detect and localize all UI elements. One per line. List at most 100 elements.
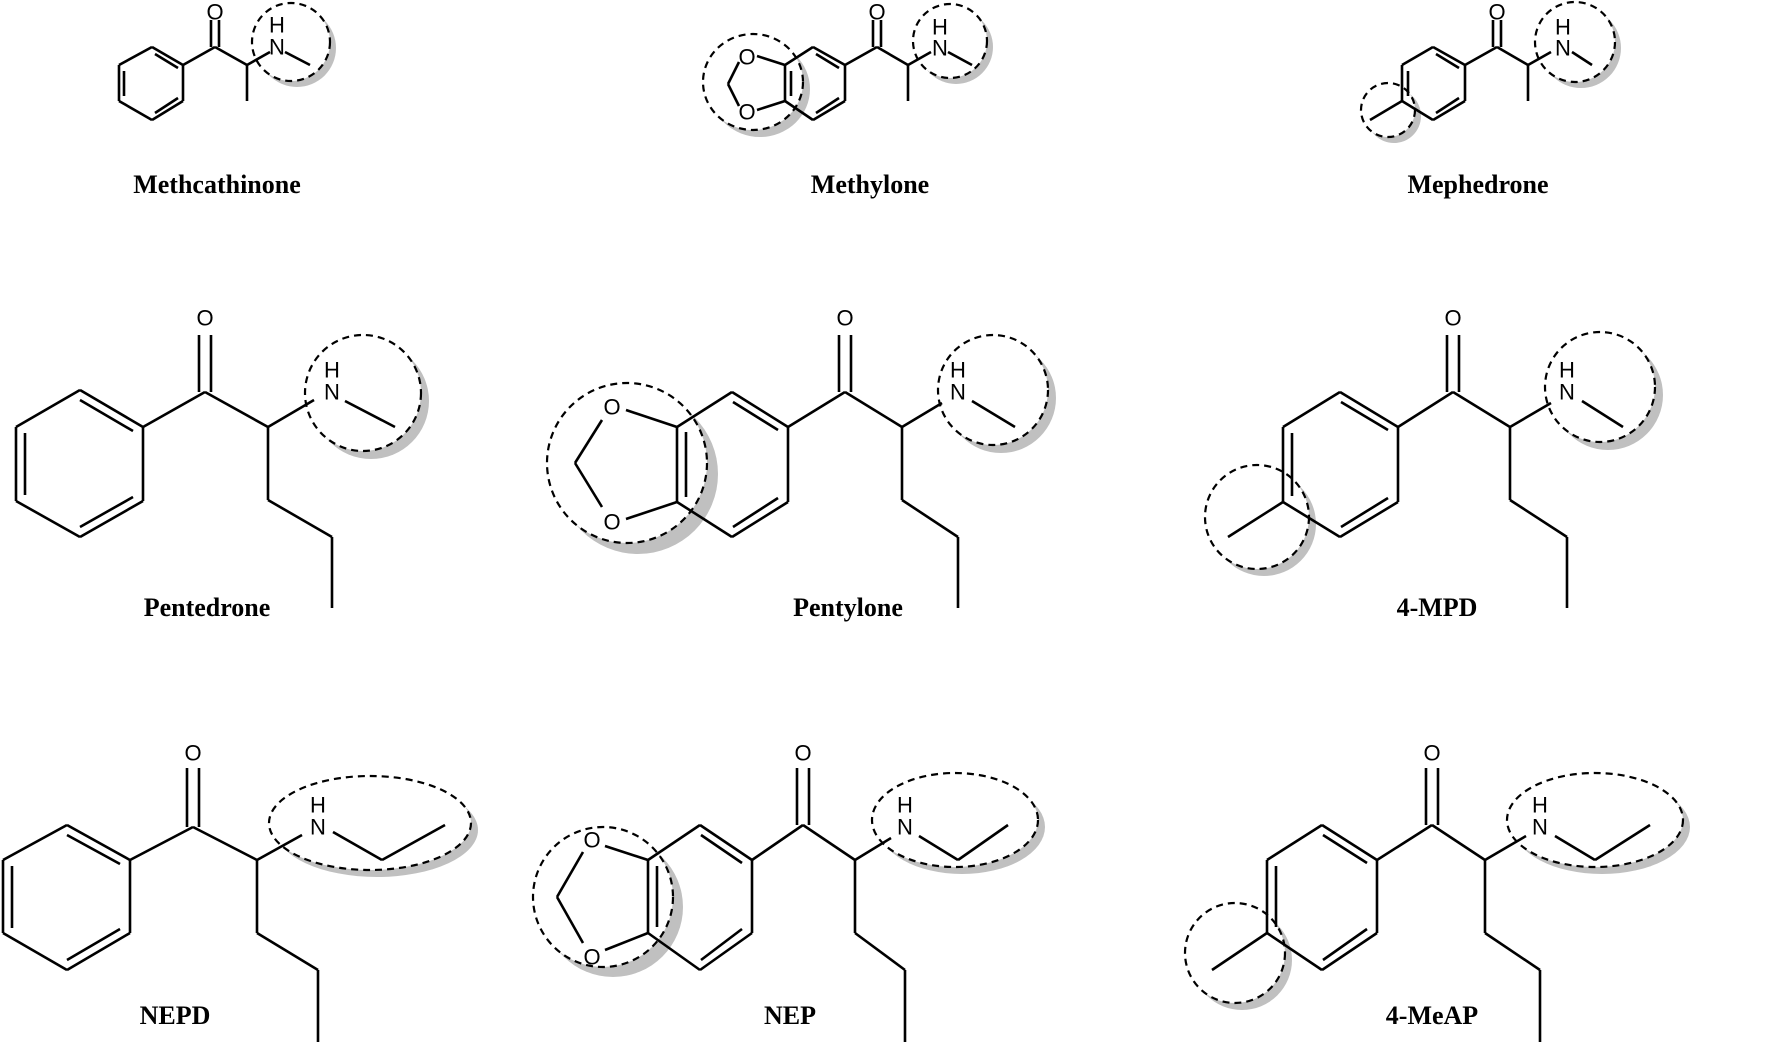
bond (1435, 52, 1460, 70)
bond (1484, 931, 1541, 972)
atom-h: H (1559, 358, 1575, 383)
bond (79, 499, 144, 539)
bond (700, 927, 743, 962)
bond (1369, 99, 1403, 122)
bond (267, 498, 333, 539)
bond (66, 823, 131, 862)
bond (1376, 823, 1433, 862)
bond (1509, 401, 1552, 429)
bond (151, 45, 184, 67)
bond (555, 851, 585, 898)
bond (1322, 927, 1368, 962)
highlight-fill (252, 3, 330, 81)
bond (918, 834, 959, 862)
bond (151, 99, 184, 122)
bond (732, 400, 779, 432)
highlight-dashed-outline (1533, 0, 1617, 84)
bond (1266, 931, 1323, 972)
bond (1594, 823, 1651, 862)
atom-n: N (932, 36, 948, 61)
atom-h: H (950, 358, 966, 383)
bond (812, 99, 846, 122)
bond (647, 823, 701, 862)
atom-h: H (310, 793, 326, 818)
bond (699, 823, 753, 862)
bond (2, 823, 68, 862)
atom-o: O (603, 510, 620, 535)
atom-o: O (583, 945, 600, 970)
highlight-dashed-outline (250, 1, 332, 83)
bond (815, 52, 840, 70)
bond (1581, 399, 1624, 429)
bond (1340, 400, 1389, 432)
highlight-dashed-outline (701, 32, 805, 132)
highlight-dashed-outline (531, 825, 675, 969)
bond (256, 833, 303, 862)
bond (731, 500, 789, 539)
highlight-dashed-outline (545, 381, 709, 545)
highlight-dashed-outline (267, 774, 473, 872)
atom-n: N (1532, 815, 1548, 840)
highlight-dashed-outline (1359, 81, 1417, 139)
highlight-dashed-outline (1183, 901, 1287, 1005)
atom-n: N (1559, 380, 1575, 405)
atom-o: O (603, 395, 620, 420)
atom-o: O (836, 306, 853, 331)
bond (876, 45, 909, 67)
bond (118, 45, 153, 67)
atom-o: O (196, 306, 213, 331)
atom-n: N (950, 380, 966, 405)
bond (1282, 500, 1341, 539)
bond (1431, 823, 1486, 862)
bond (66, 927, 121, 962)
bond (1496, 45, 1529, 67)
highlight-fill (305, 335, 421, 451)
bond (854, 931, 906, 972)
atom-h: H (897, 793, 913, 818)
bond-lines (1, 20, 1651, 1042)
highlight-outlines (250, 0, 1685, 1005)
bond (844, 390, 903, 429)
bond (787, 390, 846, 429)
atom-o: O (868, 0, 885, 25)
highlight-dashed-outline (1203, 463, 1311, 571)
atom-o: O (1488, 0, 1505, 25)
bond (604, 844, 649, 862)
bond (726, 61, 741, 85)
bond (1432, 99, 1466, 122)
atom-h: H (324, 358, 340, 383)
highlight-fill (1545, 332, 1655, 442)
bond (332, 830, 383, 862)
bond (1339, 390, 1399, 429)
bond (555, 896, 585, 944)
bond (756, 99, 786, 112)
bond (129, 825, 194, 862)
bond (1435, 96, 1460, 115)
bond (1227, 500, 1284, 539)
bond (844, 45, 878, 67)
atom-o: O (583, 828, 600, 853)
bond (731, 390, 789, 429)
bond (66, 833, 121, 866)
highlight-fill (1507, 773, 1683, 867)
highlight-dashed-outline (1543, 330, 1657, 444)
bond (214, 45, 248, 67)
highlight-dashed-outline (870, 771, 1040, 869)
atom-o: O (206, 0, 223, 25)
atom-o: O (738, 100, 755, 125)
atom-h: H (1532, 793, 1548, 818)
atom-n: N (1555, 36, 1571, 61)
bond (154, 52, 179, 70)
bond (1432, 45, 1466, 67)
highlight-fill (703, 34, 803, 130)
bond (573, 462, 604, 508)
highlight-fill (1535, 2, 1615, 82)
bond (756, 54, 786, 67)
bond (957, 823, 1009, 862)
bond (676, 500, 733, 539)
highlight-dashed-outline (303, 333, 423, 453)
bond (256, 931, 319, 972)
bond (118, 99, 153, 122)
